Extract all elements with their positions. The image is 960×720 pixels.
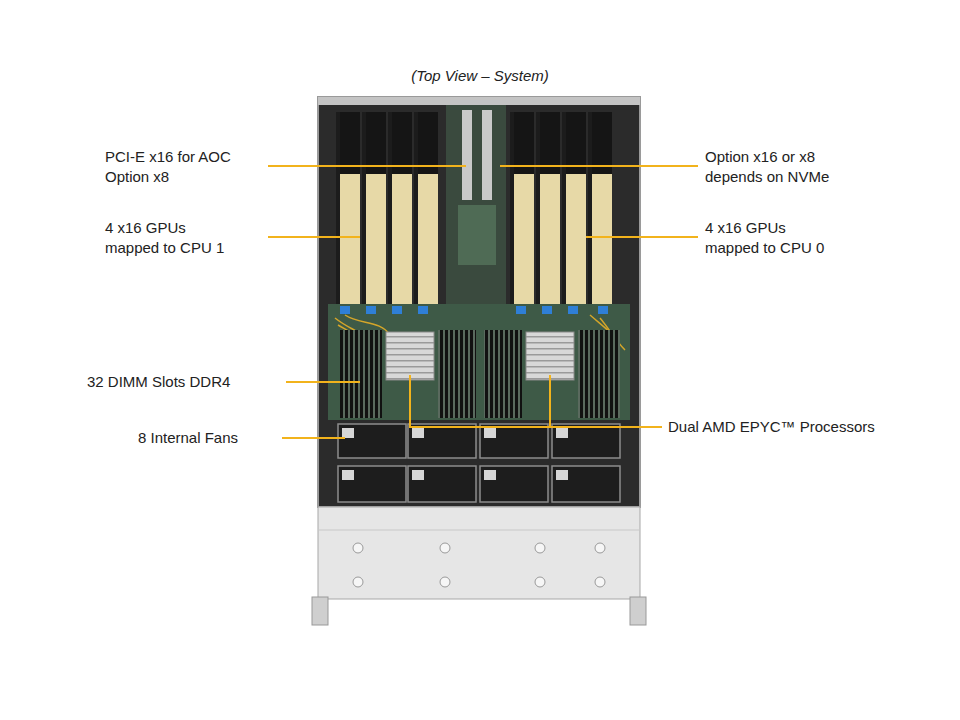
callout-label: Option x16 or x8 depends on NVMe — [705, 147, 855, 187]
callout-label: Dual AMD EPYC™ Processors — [668, 417, 875, 437]
callout-label: 32 DIMM Slots DDR4 — [87, 372, 230, 392]
callout-label: PCI-E x16 for AOC Option x8 — [105, 147, 257, 187]
callout-label: 4 x16 GPUs mapped to CPU 0 — [705, 218, 830, 258]
callout-label: 8 Internal Fans — [138, 428, 238, 448]
view-title: (Top View – System) — [320, 66, 640, 86]
callout-label: 4 x16 GPUs mapped to CPU 1 — [105, 218, 230, 258]
